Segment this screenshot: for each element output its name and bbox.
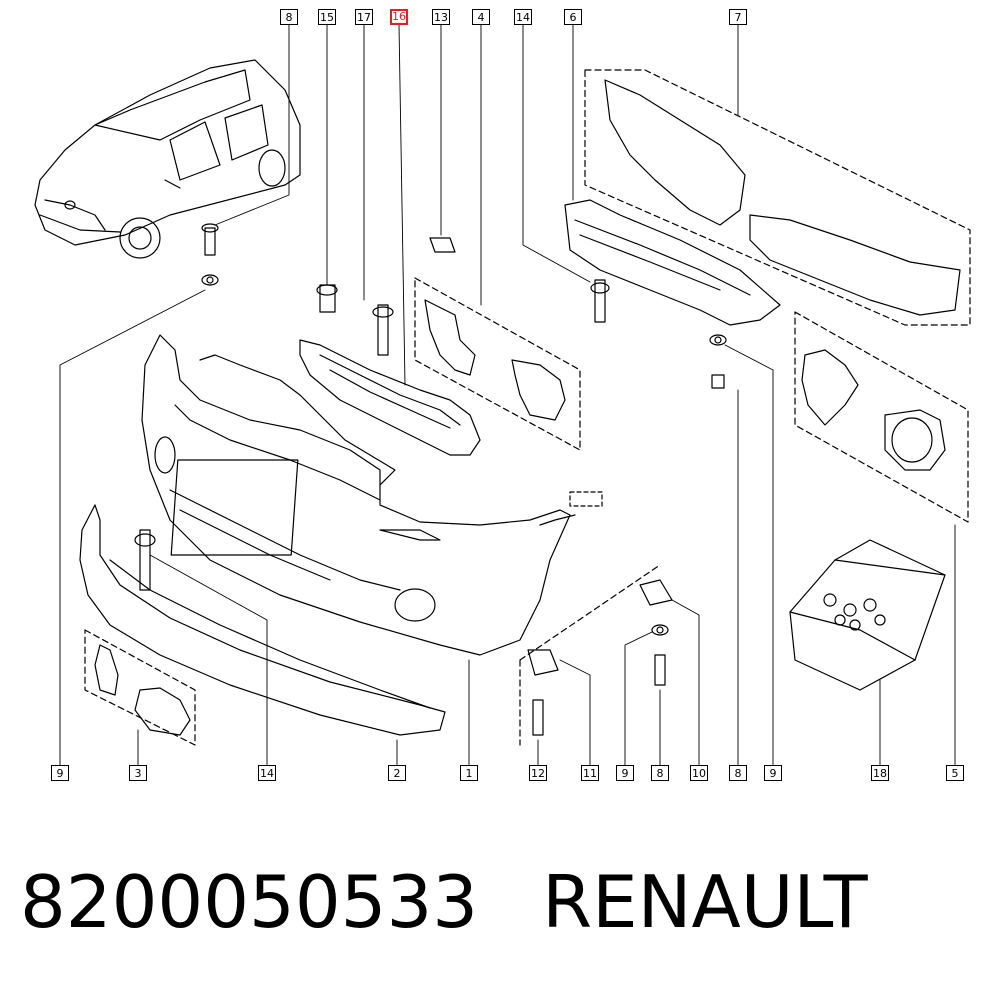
fastener-kit-box <box>789 539 946 691</box>
car-thumbnail <box>34 59 301 259</box>
callout-8-right: 8 <box>729 765 747 781</box>
headlamp-brackets <box>794 311 969 523</box>
callout-16-highlighted: 16 <box>390 9 408 25</box>
callout-14-top: 14 <box>514 9 532 25</box>
exploded-parts-diagram <box>34 24 971 766</box>
callout-9-right: 9 <box>764 765 782 781</box>
callout-3: 3 <box>129 765 147 781</box>
bumper-cover <box>141 334 576 656</box>
callout-10: 10 <box>690 765 708 781</box>
callout-18: 18 <box>871 765 889 781</box>
callout-6: 6 <box>564 9 582 25</box>
callout-1: 1 <box>460 765 478 781</box>
callout-17: 17 <box>355 9 373 25</box>
callout-8-mid: 8 <box>651 765 669 781</box>
callout-14-bottom: 14 <box>258 765 276 781</box>
fog-light-covers <box>84 629 196 746</box>
callout-8-top: 8 <box>280 9 298 25</box>
callout-2: 2 <box>388 765 406 781</box>
reinforcement-beam <box>584 69 971 326</box>
callout-13: 13 <box>432 9 450 25</box>
callout-7: 7 <box>729 9 747 25</box>
fasteners <box>134 223 727 736</box>
absorber-beam <box>564 199 781 326</box>
callout-4: 4 <box>472 9 490 25</box>
callout-5: 5 <box>946 765 964 781</box>
leader-lines <box>59 24 956 766</box>
grille <box>299 339 481 456</box>
clip-group-outline <box>519 564 661 746</box>
caption: 8200050533 RENAULT <box>20 862 868 942</box>
callout-15: 15 <box>318 9 336 25</box>
lower-spoiler <box>79 504 446 736</box>
callout-11: 11 <box>581 765 599 781</box>
callout-9-mid: 9 <box>616 765 634 781</box>
side-brackets <box>414 277 581 451</box>
brand-name: RENAULT <box>542 860 868 944</box>
part-number: 8200050533 <box>20 860 479 944</box>
callout-9-left: 9 <box>51 765 69 781</box>
callout-12: 12 <box>529 765 547 781</box>
